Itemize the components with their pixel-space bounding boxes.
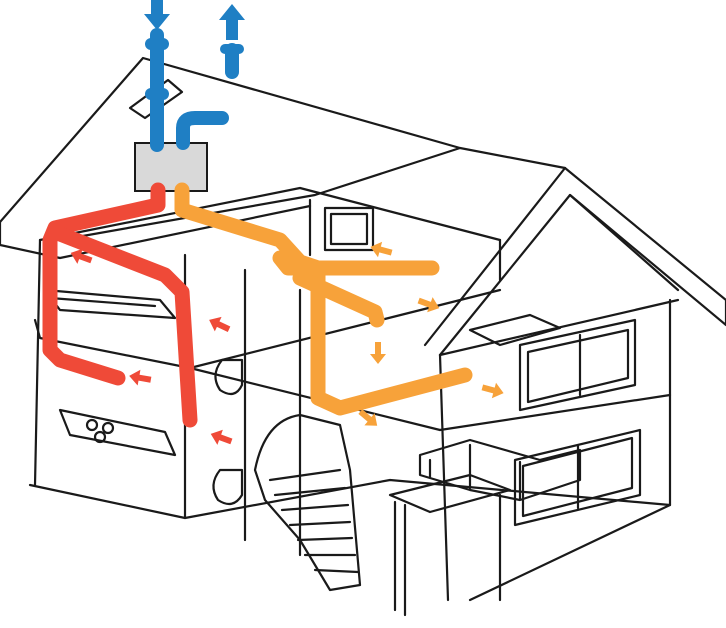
supply-duct-mid bbox=[292, 270, 385, 328]
table bbox=[388, 473, 512, 617]
airflow-arrow-icon bbox=[358, 409, 378, 426]
extract-duct-main bbox=[42, 182, 166, 386]
airflow-arrow-icon bbox=[209, 316, 231, 332]
kitchen-counter bbox=[58, 408, 177, 457]
up-arrow-icon bbox=[219, 4, 245, 40]
airflow-arrow-icon bbox=[417, 297, 440, 313]
hob-ring bbox=[85, 418, 99, 432]
attic-floor bbox=[38, 186, 502, 242]
airflow-arrow-icon bbox=[370, 342, 386, 364]
attic-window bbox=[323, 206, 375, 252]
bed bbox=[468, 313, 562, 347]
roof-eave bbox=[0, 204, 312, 260]
right-wall bbox=[438, 298, 672, 602]
ground-floor-base bbox=[28, 478, 672, 520]
airflow-arrow-icon bbox=[210, 429, 233, 445]
airflow-arrows bbox=[70, 241, 504, 445]
sofa bbox=[418, 438, 582, 502]
hob-ring-2 bbox=[101, 421, 115, 435]
bathtub bbox=[43, 288, 177, 320]
roof-ridge-right bbox=[458, 146, 567, 170]
supply-duct-upper bbox=[272, 250, 440, 276]
ventilation-unit bbox=[134, 142, 208, 192]
roof-right-gable-inner bbox=[423, 166, 680, 347]
airflow-arrow-icon bbox=[129, 369, 152, 386]
right-room-floor bbox=[438, 393, 672, 432]
intake-duct-collar bbox=[145, 38, 169, 50]
exhaust-duct-collar bbox=[220, 44, 244, 54]
extract-duct-branch bbox=[47, 224, 198, 428]
toilet-lower bbox=[212, 468, 244, 506]
hob-ring-3 bbox=[93, 430, 107, 444]
airflow-arrow-icon bbox=[481, 382, 504, 399]
exhaust-duct-bend bbox=[176, 111, 229, 150]
airflow-arrow-icon bbox=[70, 248, 93, 264]
down-arrow-icon bbox=[144, 0, 170, 30]
right-window-upper bbox=[518, 318, 637, 412]
staircase bbox=[253, 413, 362, 592]
toilet-upper bbox=[214, 358, 244, 396]
roof-right-gable bbox=[438, 166, 726, 357]
intake-duct-collar-2 bbox=[145, 88, 169, 100]
stair-steps bbox=[268, 468, 360, 574]
interior-wall-1 bbox=[243, 268, 302, 557]
attic-window-inner bbox=[329, 212, 369, 246]
airflow-arrow-icon bbox=[370, 241, 393, 258]
interior-wall-2 bbox=[308, 198, 502, 282]
